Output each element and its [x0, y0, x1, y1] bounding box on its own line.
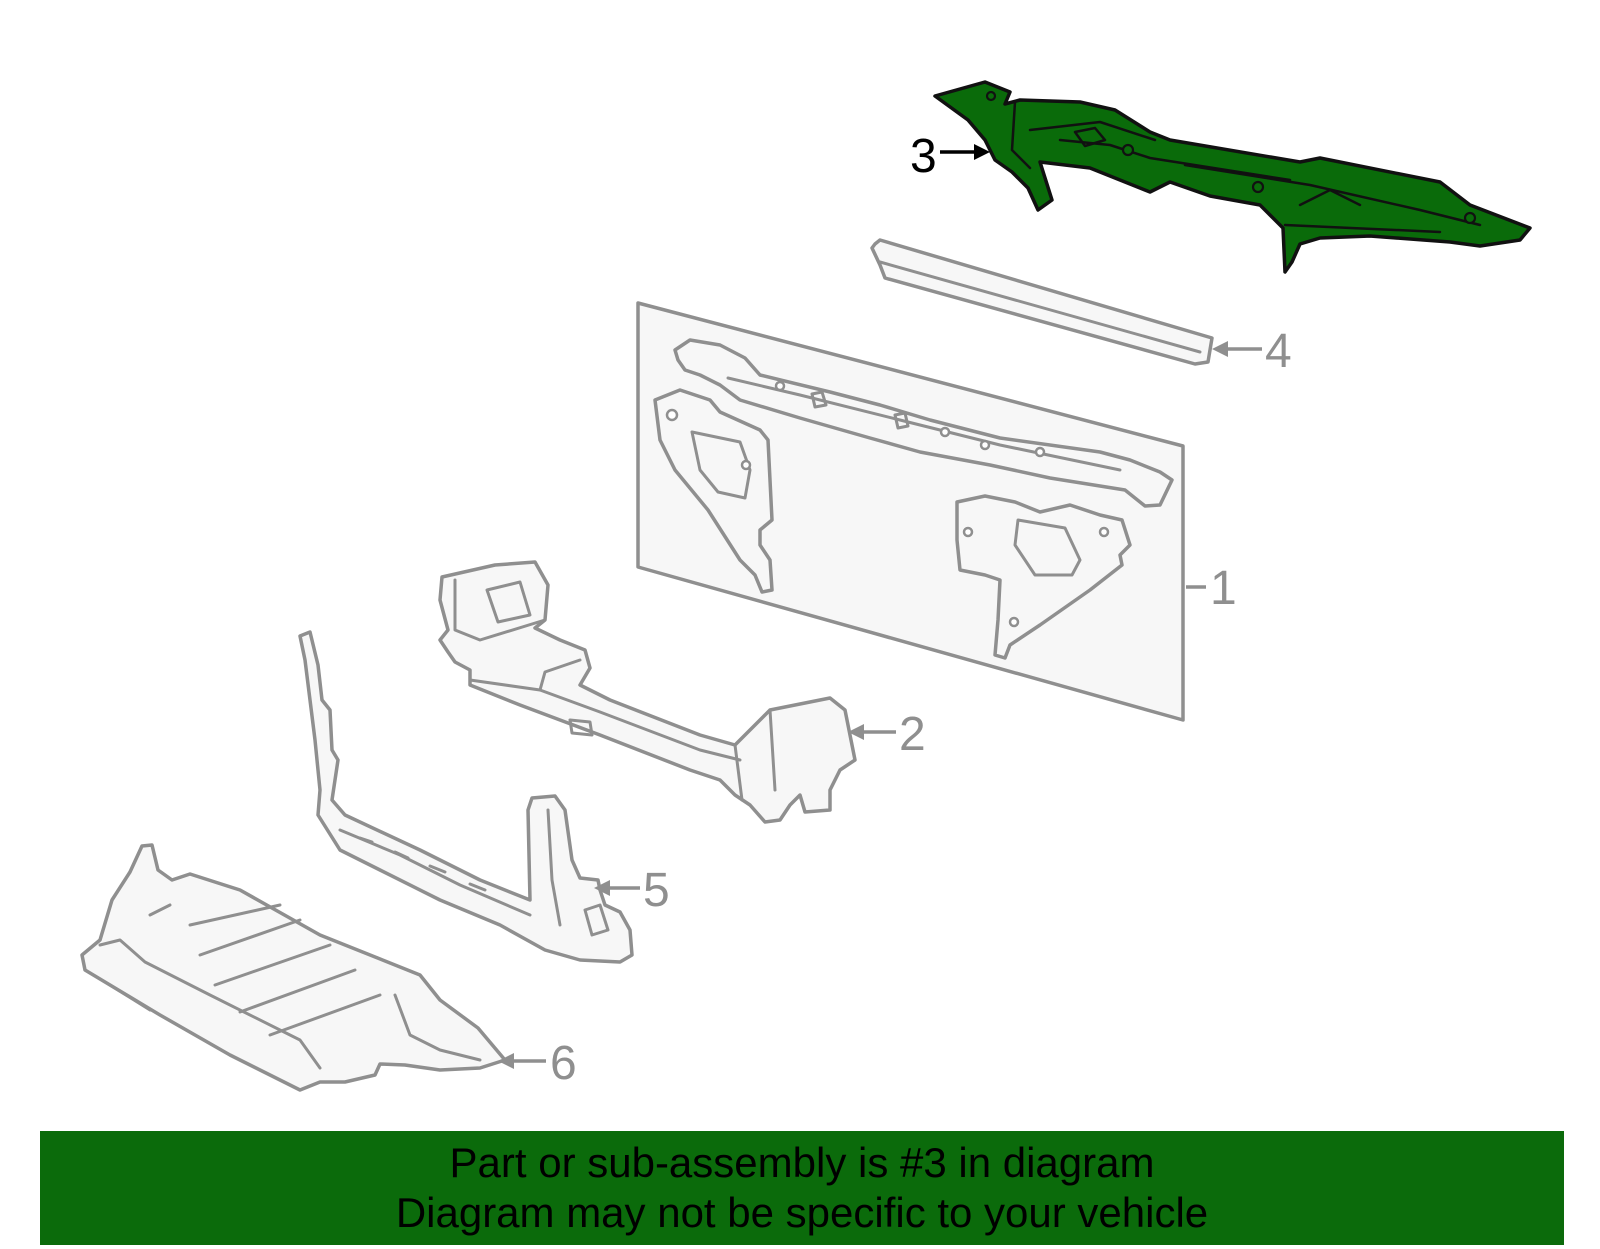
leader-2	[848, 724, 896, 740]
banner-line-part: Part or sub-assembly is #3 in diagram	[449, 1139, 1155, 1186]
callout-1[interactable]: 1	[1210, 562, 1237, 615]
part-3-radiator-support-upper[interactable]	[933, 80, 1532, 274]
leader-4	[1212, 341, 1262, 357]
info-banner: Part or sub-assembly is #3 in diagram Di…	[40, 1131, 1564, 1245]
part-1-radiator-support-assembly[interactable]	[636, 301, 1185, 722]
leader-3	[940, 144, 990, 160]
part-5-air-deflector[interactable]	[298, 630, 634, 964]
callout-4[interactable]: 4	[1265, 325, 1292, 378]
callout-2[interactable]: 2	[899, 708, 926, 761]
callout-3[interactable]: 3	[910, 130, 937, 183]
callout-6[interactable]: 6	[550, 1037, 577, 1090]
part-4-seal[interactable]	[870, 238, 1214, 366]
callout-5[interactable]: 5	[643, 864, 670, 917]
leader-5	[594, 880, 640, 896]
leader-6	[498, 1053, 546, 1069]
banner-line-disclaimer: Diagram may not be specific to your vehi…	[395, 1189, 1209, 1236]
part-6-splash-shield[interactable]	[80, 843, 507, 1092]
part-2-lower-tie-bar[interactable]	[438, 560, 857, 824]
